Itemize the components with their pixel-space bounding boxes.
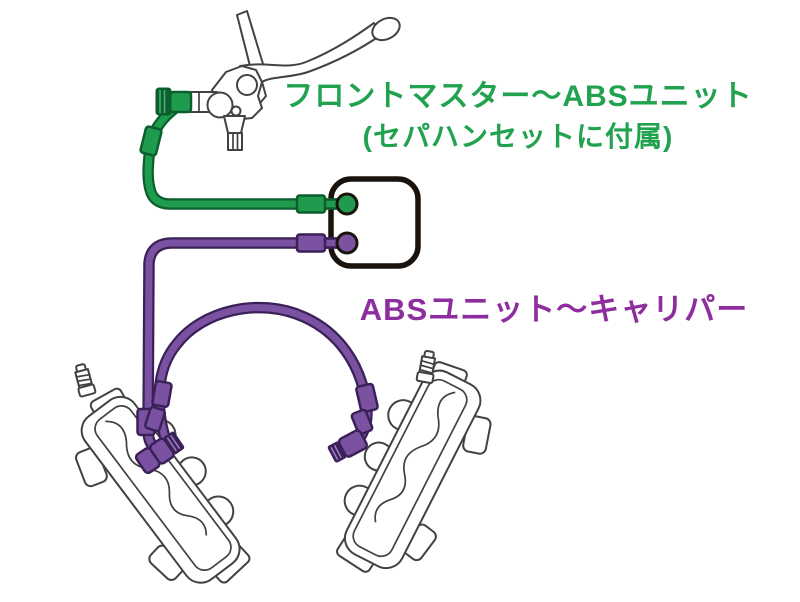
lever-ball-end xyxy=(371,16,401,42)
master-banjo-fitting xyxy=(168,90,193,114)
front-master-cylinder xyxy=(155,10,401,151)
label-abs-to-caliper: ABSユニット〜キャリパー xyxy=(359,292,749,327)
abs-port-green xyxy=(335,192,359,216)
lever-upper-arm xyxy=(236,10,264,71)
master-banjo-bolt xyxy=(155,87,172,116)
left-caliper-banjo-fitting xyxy=(134,431,185,475)
right-caliper-banjo-fitting xyxy=(327,429,369,463)
front-right-caliper xyxy=(315,345,516,598)
lever-pivot xyxy=(236,74,258,96)
green-hose-master-to-abs xyxy=(139,101,342,214)
purple-hose-abs-to-left-caliper xyxy=(136,233,342,455)
clamp-bracket xyxy=(223,115,246,134)
purple-crossover-hose xyxy=(143,301,379,452)
abs-port-purple xyxy=(335,231,359,255)
cylinder-bore xyxy=(206,91,234,119)
label-front-master-to-abs: フロントマスター〜ABSユニット xyxy=(283,80,753,113)
label-included-with-separate-handle-set: (セパハンセットに付属) xyxy=(362,121,674,152)
